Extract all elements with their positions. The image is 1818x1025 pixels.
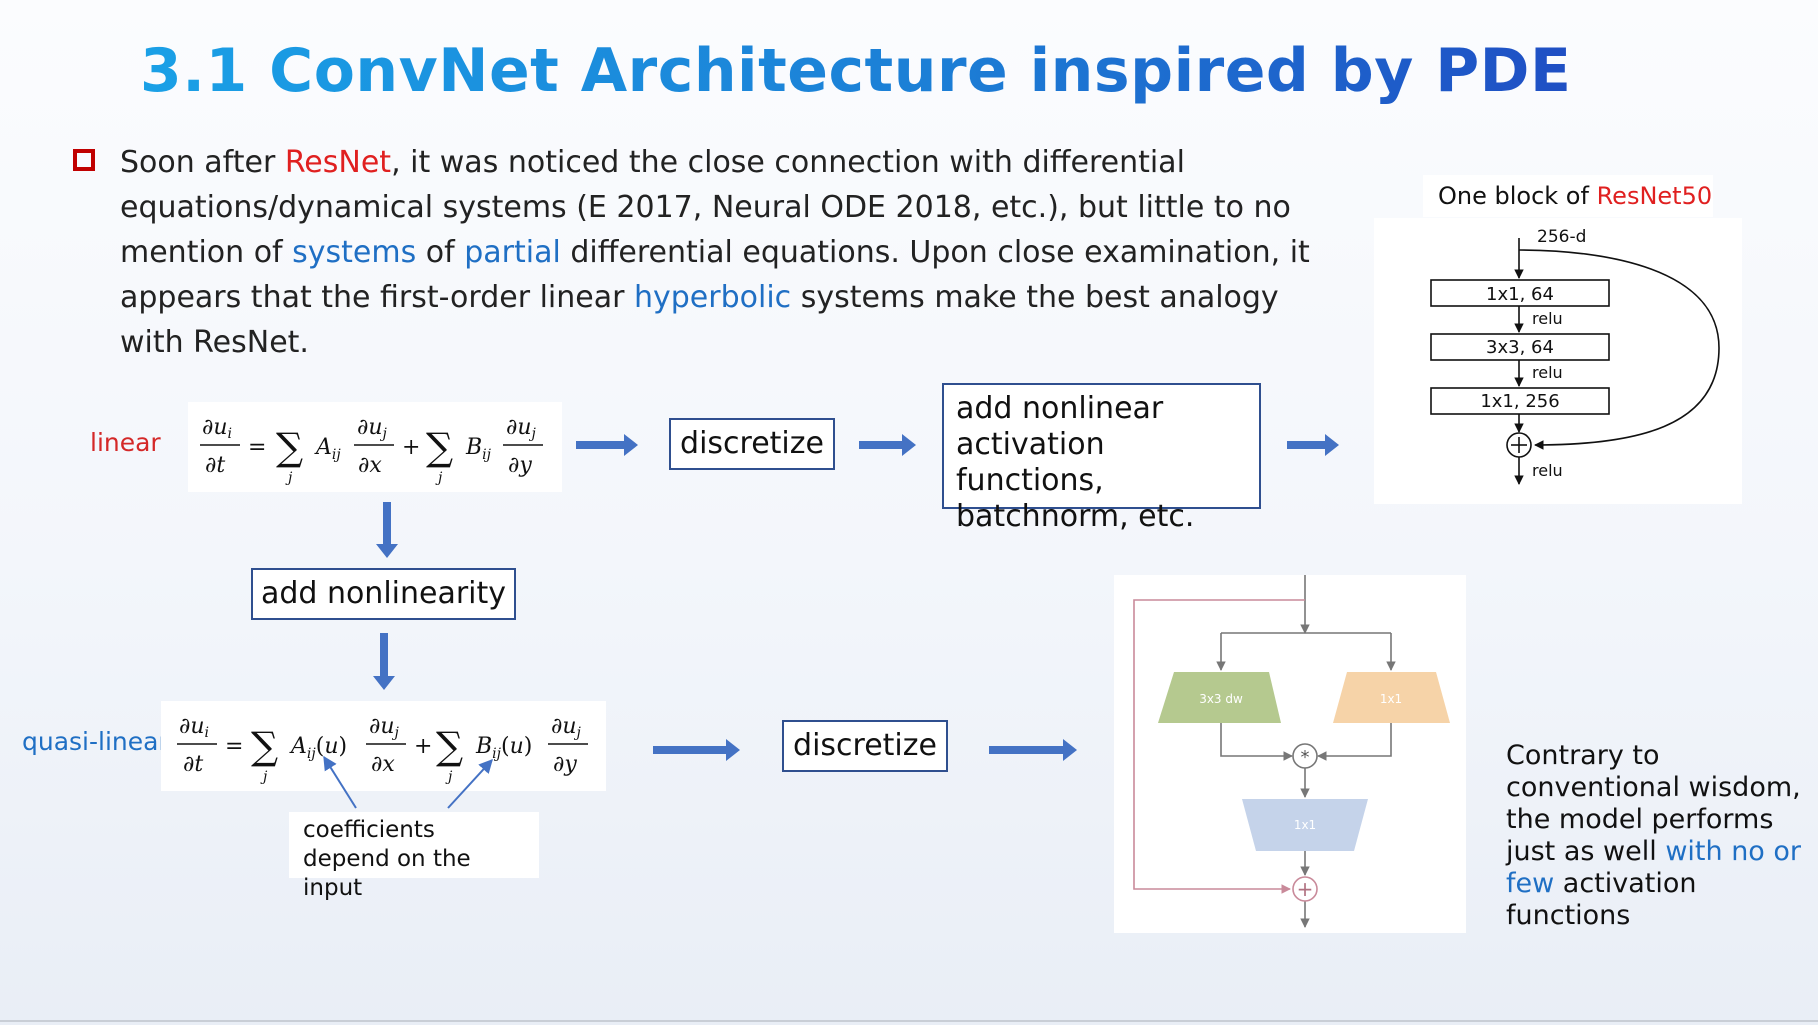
para-partial: partial — [464, 235, 561, 270]
multiply-icon — [1292, 743, 1318, 769]
depthwise-block-diagram: 3x3 dw 1x1 * 1x1 + — [1133, 575, 1450, 928]
resnet-caption: One block of ResNet50 — [1423, 175, 1713, 217]
slide-title: 3.1 ConvNet Architecture inspired by PDE — [140, 36, 1572, 106]
arrow-nonlinearity-down — [373, 633, 395, 690]
resnet-layer-3-label: 1x1, 256 — [1480, 391, 1559, 412]
svg-text:∑: ∑ — [436, 724, 463, 768]
svg-text:∂uj: ∂uj — [506, 415, 537, 442]
para-text-3: of — [416, 235, 465, 270]
pw-conv-block — [1333, 672, 1450, 723]
svg-text:∂y: ∂y — [553, 752, 577, 777]
svg-text:=: = — [225, 734, 243, 759]
para-text-2: , it was noticed the close connection wi… — [120, 145, 1291, 270]
discretize-box-1: discretize — [669, 418, 835, 470]
resnet-relu-1: relu — [1532, 309, 1563, 328]
arrow-linear-down — [376, 502, 398, 558]
para-text-4: differential equations. Upon close exami… — [120, 235, 1310, 315]
bullet-square-icon — [73, 149, 95, 171]
coefficients-note: coefficients depend on the input — [289, 812, 539, 901]
svg-text:∂uj: ∂uj — [369, 714, 400, 741]
resnet-layer-1-label: 1x1, 64 — [1486, 284, 1554, 305]
resnet-layer-1 — [1430, 279, 1610, 307]
note-arrow-left — [323, 755, 357, 809]
svg-text:∂x: ∂x — [371, 752, 395, 777]
svg-text:+: + — [414, 734, 432, 759]
svg-text:∂ui: ∂ui — [179, 714, 209, 741]
resnet-input-dim: 256-d — [1537, 227, 1586, 247]
svg-text:Aij(u): Aij(u) — [289, 734, 347, 762]
resnet-relu-2: relu — [1532, 363, 1563, 382]
svg-text:j: j — [260, 769, 268, 785]
svg-text:∑: ∑ — [251, 724, 278, 768]
svg-text:∂uj: ∂uj — [357, 415, 388, 442]
svg-text:∂t: ∂t — [205, 453, 225, 478]
contrary-text-2: activation functions — [1506, 868, 1697, 931]
linear-equation: ∂ui ∂t = ∑ j Aij ∂uj ∂x + ∑ j Bij ∂uj ∂y — [200, 415, 543, 486]
bottom-divider — [0, 1020, 1818, 1022]
svg-text:=: = — [248, 435, 266, 460]
depthwise-skip-connection — [1133, 599, 1305, 894]
add-nonlinearity-box: add nonlinearity — [251, 568, 516, 620]
pw-conv-label: 1x1 — [1380, 692, 1402, 706]
dw-conv-label: 3x3 dw — [1199, 692, 1243, 706]
svg-text:∑: ∑ — [426, 425, 453, 469]
svg-text:∂t: ∂t — [183, 752, 203, 777]
discretize-box-2: discretize — [782, 720, 948, 772]
dw-conv-block — [1158, 672, 1281, 723]
svg-text:j: j — [445, 769, 453, 785]
contrary-highlight: with no or few — [1506, 836, 1802, 899]
svg-text:∂x: ∂x — [358, 453, 382, 478]
arrow-discretize-to-activation — [859, 434, 916, 456]
resnet-block-panel: 256-d 1x1, 64 relu 3x3, 64 relu 1x1, 256… — [1374, 218, 1742, 504]
resnet-layer-3 — [1430, 387, 1610, 415]
arrow-eq-to-discretize — [576, 434, 638, 456]
resnet-skip-connection — [1518, 249, 1720, 450]
bottom-conv-label: 1x1 — [1294, 818, 1316, 832]
note-arrow-right — [447, 758, 493, 809]
add-activation-box: add nonlinear activation functions, batc… — [942, 383, 1261, 534]
contrary-note: Contrary to conventional wisdom, the mod… — [1506, 740, 1806, 932]
para-systems: systems — [292, 235, 417, 270]
svg-text:j: j — [285, 470, 293, 486]
depthwise-block-panel: 3x3 dw 1x1 * 1x1 + — [1114, 575, 1466, 933]
svg-text:j: j — [435, 470, 443, 486]
add-icon — [1292, 876, 1318, 902]
linear-equation-box: ∂ui ∂t = ∑ j Aij ∂uj ∂x + ∑ j Bij ∂uj ∂y — [188, 402, 562, 492]
arrow-activation-to-resnet — [1287, 434, 1339, 456]
arrow-quasi-to-discretize — [653, 739, 740, 761]
multiply-symbol: * — [1301, 747, 1310, 768]
svg-text:∂y: ∂y — [508, 453, 532, 478]
contrary-text-1: Contrary to conventional wisdom, the mod… — [1506, 740, 1801, 867]
resnet-block-diagram: 256-d 1x1, 64 relu 3x3, 64 relu 1x1, 256… — [1430, 227, 1720, 485]
resnet-caption-prefix: One block of — [1438, 182, 1597, 210]
resnet-layer-2 — [1430, 333, 1610, 361]
para-text-1: Soon after — [120, 145, 285, 180]
resnet-relu-3: relu — [1532, 461, 1563, 480]
para-hyperbolic: hyperbolic — [633, 280, 792, 315]
resnet-caption-model: ResNet50 — [1596, 182, 1713, 210]
intro-paragraph: Soon after ResNet, it was noticed the cl… — [120, 140, 1340, 365]
linear-label: linear — [90, 428, 161, 457]
quasi-equation-box: ∂ui ∂t = ∑ j Aij(u) ∂uj ∂x + ∑ j Bij(u) … — [161, 701, 606, 791]
svg-text:∂uj: ∂uj — [551, 714, 582, 741]
add-symbol: + — [1297, 877, 1314, 901]
quasi-linear-label: quasi-linear — [22, 727, 169, 756]
para-text-5: systems make the best analogy with ResNe… — [120, 280, 1279, 360]
svg-text:∑: ∑ — [276, 425, 303, 469]
svg-text:Bij(u): Bij(u) — [475, 734, 532, 762]
resnet-layer-2-label: 3x3, 64 — [1486, 337, 1554, 358]
svg-text:∂ui: ∂ui — [202, 415, 232, 442]
para-resnet: ResNet — [284, 145, 392, 180]
quasi-equation: ∂ui ∂t = ∑ j Aij(u) ∂uj ∂x + ∑ j Bij(u) … — [177, 714, 588, 785]
bottom-conv-block — [1242, 799, 1368, 851]
svg-text:+: + — [402, 435, 420, 460]
arrow-discretize-to-mobile — [989, 739, 1077, 761]
